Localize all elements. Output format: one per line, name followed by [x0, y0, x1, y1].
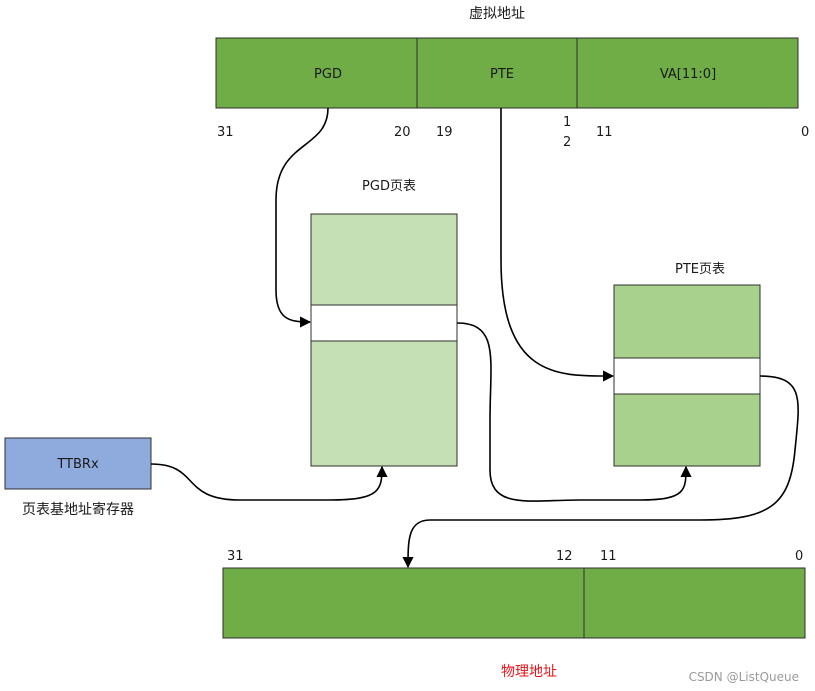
- ttbr-register: [4, 437, 152, 490]
- arrow-pgd-index: [275, 107, 329, 328]
- pgd-table-title: PGD页表: [362, 179, 416, 194]
- va-bit-12-bottom: 2: [563, 135, 571, 150]
- arrow-ttbr-to-pgd: [150, 463, 388, 501]
- pte-table-entry: [613, 357, 761, 395]
- ttbr-caption: 页表基地址寄存器: [22, 501, 134, 518]
- pa-bit-12: 12: [556, 549, 573, 564]
- va-offset-label: VA[11:0]: [660, 67, 716, 82]
- pa-bit-11: 11: [600, 549, 617, 564]
- va-bit-11: 11: [596, 125, 613, 140]
- va-pgd-label: PGD: [314, 67, 342, 82]
- arrow-pte-to-pa: [402, 375, 799, 569]
- pa-offset-field: [583, 567, 806, 639]
- pa-bit-31: 31: [227, 549, 244, 564]
- pgd-table-entry: [310, 304, 458, 342]
- va-pte-field: [416, 37, 578, 109]
- va-title: 虚拟地址: [469, 6, 525, 22]
- pa-bit-0: 0: [795, 549, 803, 564]
- pte-table-title: PTE页表: [675, 262, 725, 277]
- va-pte-label: PTE: [490, 67, 514, 82]
- ttbr-label: TTBRx: [56, 457, 99, 472]
- pa-frame-field: [222, 567, 585, 639]
- va-bit-31: 31: [217, 125, 234, 140]
- va-bit-12-top: 1: [563, 115, 571, 130]
- va-bit-0: 0: [801, 125, 809, 140]
- pa-title: 物理地址: [501, 664, 557, 680]
- va-bit-19: 19: [436, 125, 453, 140]
- va-pgd-field: [215, 37, 418, 109]
- va-bit-20: 20: [394, 125, 411, 140]
- arrow-pte-index: [500, 108, 615, 382]
- va-offset-field: [576, 37, 799, 109]
- watermark: CSDN @ListQueue: [689, 670, 799, 684]
- arrow-pgd-to-pte: [456, 322, 692, 502]
